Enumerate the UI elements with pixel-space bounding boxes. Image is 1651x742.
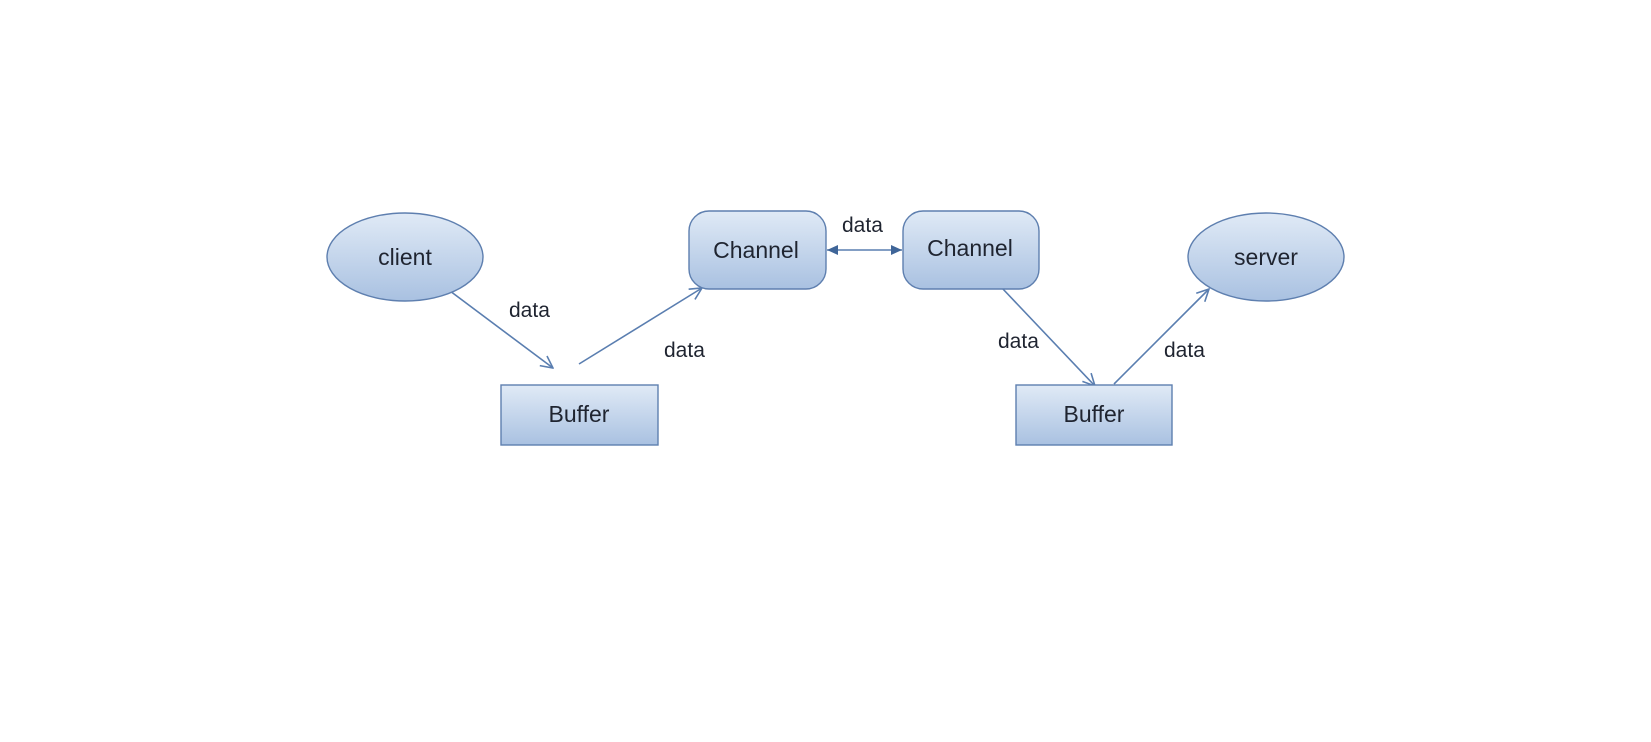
server-ellipse xyxy=(1187,212,1345,302)
edge-label-buffer-channel: data xyxy=(664,339,705,362)
node-buffer-left: Buffer xyxy=(500,384,659,446)
channel-right-rounded-rect xyxy=(902,210,1040,290)
client-label: client xyxy=(378,244,432,270)
client-ellipse xyxy=(326,212,484,302)
buffer-right-label: Buffer xyxy=(1064,401,1125,427)
node-server: server xyxy=(1187,212,1345,302)
node-channel-right: Channel xyxy=(902,210,1040,290)
channel-right-label: Channel xyxy=(927,235,1013,261)
edge-channel-right-to-buffer-right xyxy=(1001,287,1095,386)
node-buffer-right: Buffer xyxy=(1015,384,1173,446)
edge-buffer-right-to-server xyxy=(1113,289,1209,385)
server-label: server xyxy=(1234,244,1298,270)
edge-label-client-buffer: data xyxy=(509,299,550,322)
node-client: client xyxy=(326,212,484,302)
edges xyxy=(429,245,1209,386)
channel-left-label: Channel xyxy=(713,237,799,263)
edge-label-channel-buffer: data xyxy=(998,330,1039,353)
buffer-left-rect xyxy=(500,384,659,446)
channel-left-rounded-rect xyxy=(688,210,827,290)
edge-label-channel-channel: data xyxy=(842,214,883,237)
edge-label-buffer-server: data xyxy=(1164,339,1205,362)
edge-labels: data data data data data xyxy=(509,214,1205,362)
buffer-left-label: Buffer xyxy=(549,401,610,427)
buffer-right-rect xyxy=(1015,384,1173,446)
node-channel-left: Channel xyxy=(688,210,827,290)
edge-buffer-left-to-channel-left xyxy=(578,288,702,365)
